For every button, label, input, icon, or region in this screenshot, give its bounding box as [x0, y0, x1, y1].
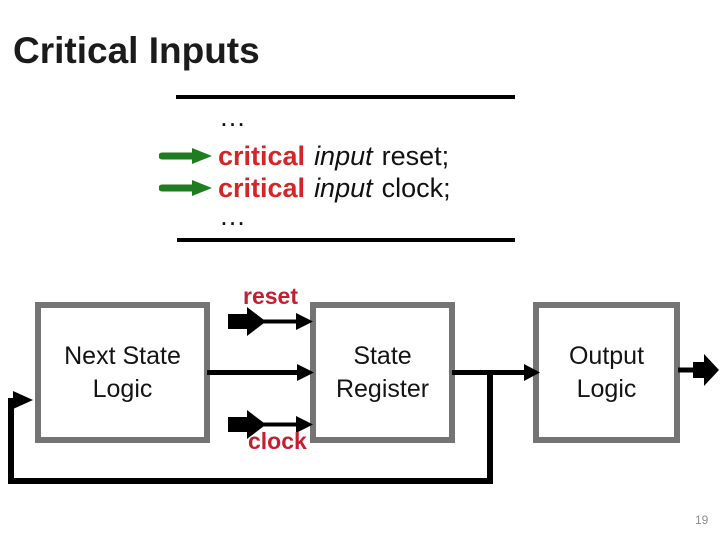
reset-arrow [228, 307, 313, 336]
output-logic-label: Output Logic [568, 342, 645, 403]
next-state-to-register-arrow [207, 364, 314, 381]
state-register-label: State Register [335, 342, 430, 403]
code-block-bottom-rule [177, 238, 515, 242]
page-number: 19 [695, 513, 709, 527]
page-title: Critical Inputs [13, 30, 260, 71]
modifier-input: input [314, 141, 373, 171]
code-line-clock: critical input clock; [218, 173, 451, 203]
code-block-top-rule [176, 95, 515, 99]
state-register-box: State Register [310, 302, 455, 443]
register-to-output-arrow [452, 364, 540, 381]
signal-reset-code: reset; [381, 141, 450, 171]
next-state-logic-box: Next State Logic [35, 302, 210, 443]
code-ellipsis-top: … [219, 102, 248, 132]
code-line-reset: critical input reset; [218, 141, 449, 171]
keyword-critical: critical [218, 173, 306, 203]
clock-signal-label: clock [248, 428, 307, 454]
signal-clock-code: clock; [381, 173, 451, 203]
green-arrow-icon [159, 180, 212, 196]
output-logic-box: Output Logic [533, 302, 680, 443]
next-state-logic-label: Next State Logic [64, 342, 181, 403]
modifier-input: input [314, 173, 373, 203]
keyword-critical: critical [218, 141, 306, 171]
green-arrow-icon [159, 148, 212, 164]
code-ellipsis-bottom: … [219, 201, 248, 231]
reset-signal-label: reset [243, 283, 298, 309]
output-arrow [678, 354, 719, 386]
